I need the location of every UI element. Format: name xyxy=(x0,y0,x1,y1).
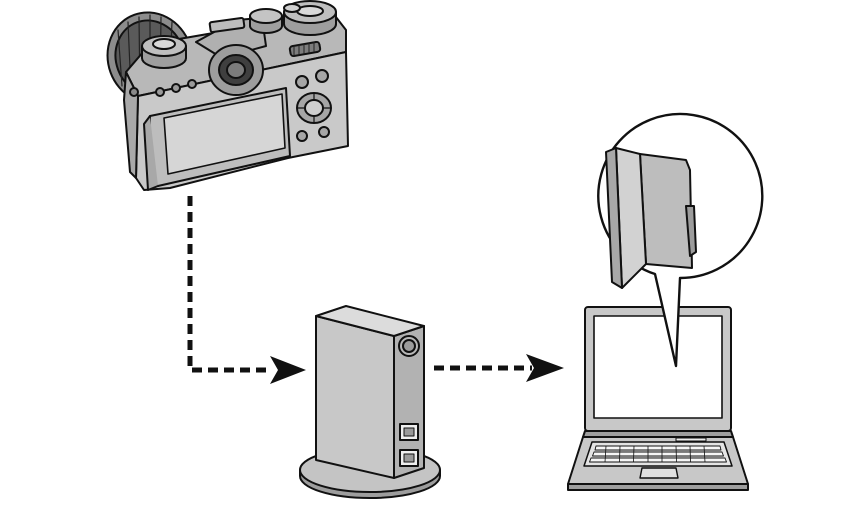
connector-camera-to-router xyxy=(187,196,306,384)
arrowhead-icon xyxy=(270,356,306,384)
folder-icon xyxy=(605,147,697,289)
laptop-icon xyxy=(567,306,749,491)
wireless-router-icon xyxy=(299,305,441,499)
connector-router-to-laptop xyxy=(434,354,564,382)
arrowhead-icon xyxy=(526,354,564,382)
camera-icon xyxy=(106,0,349,191)
